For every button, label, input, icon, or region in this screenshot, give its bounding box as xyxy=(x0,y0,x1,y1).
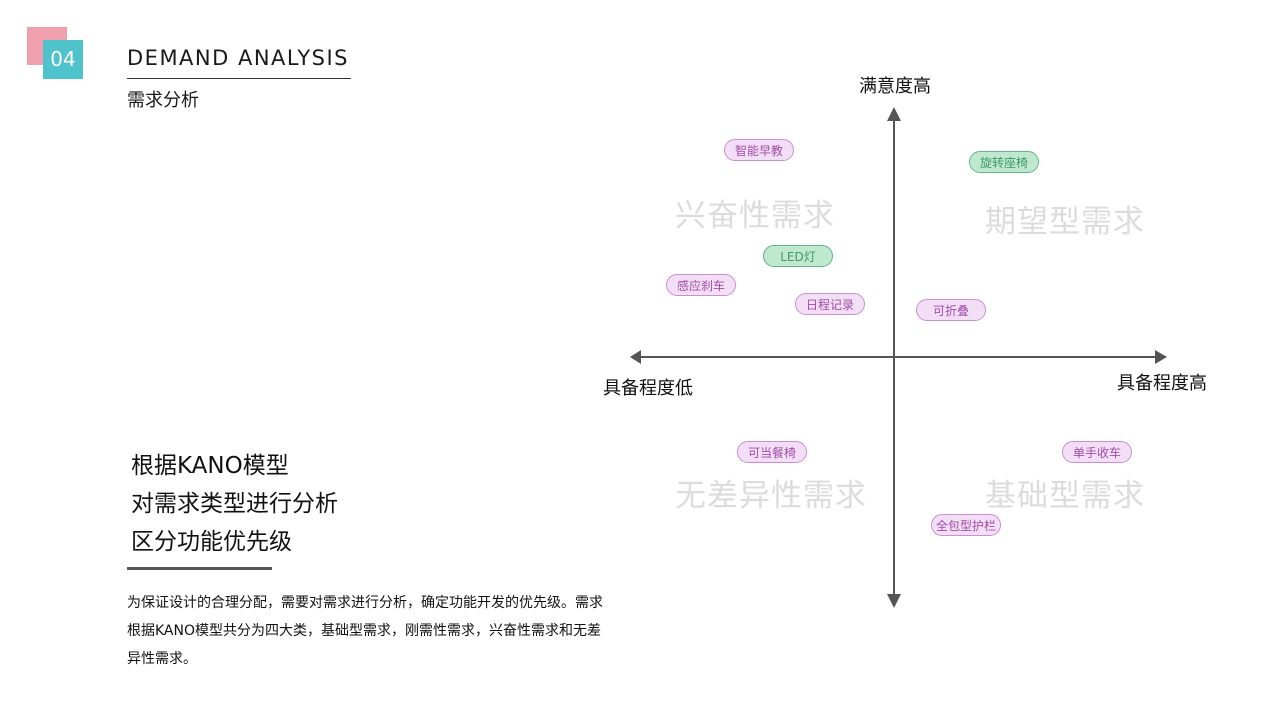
quadrant-label-top-right: 期望型需求 xyxy=(985,204,1145,240)
right-arrow-head xyxy=(1155,350,1167,364)
quadrant-label-bottom-left: 无差异性需求 xyxy=(675,478,867,514)
title-divider xyxy=(127,78,351,79)
quadrant-label-bottom-right: 基础型需求 xyxy=(985,478,1145,514)
summary-lines: 根据KANO模型 对需求类型进行分析 区分功能优先级 xyxy=(131,447,338,561)
top-arrow-head xyxy=(887,107,901,121)
tag-one-hand-fold: 单手收车 xyxy=(1062,441,1132,463)
axis-label-top: 满意度高 xyxy=(859,76,931,97)
tag-full-guardrail: 全包型护栏 xyxy=(931,514,1001,536)
quadrant-label-top-left: 兴奋性需求 xyxy=(675,198,835,234)
bottom-arrow-head xyxy=(887,594,901,608)
tag-smart-education: 智能早教 xyxy=(724,139,794,161)
tag-rotating-seat: 旋转座椅 xyxy=(969,151,1039,173)
tag-led-light: LED灯 xyxy=(763,245,833,267)
tag-dining-chair: 可当餐椅 xyxy=(737,441,807,463)
summary-line-1: 根据KANO模型 xyxy=(131,453,289,479)
summary-divider xyxy=(127,567,272,570)
summary-line-2: 对需求类型进行分析 xyxy=(131,491,338,517)
tag-sensor-brake: 感应刹车 xyxy=(666,274,736,296)
page-title-cn: 需求分析 xyxy=(127,90,199,111)
page-title-en: DEMAND ANALYSIS xyxy=(127,46,350,70)
left-arrow-head xyxy=(630,350,641,364)
section-number-badge: 04 xyxy=(43,40,83,79)
axis-label-right: 具备程度高 xyxy=(1117,373,1207,394)
tag-schedule-record: 日程记录 xyxy=(795,293,865,315)
axis-label-left: 具备程度低 xyxy=(603,378,693,399)
description-paragraph: 为保证设计的合理分配，需要对需求进行分析，确定功能开发的优先级。需求根据KANO… xyxy=(127,595,603,667)
tag-foldable: 可折叠 xyxy=(916,299,986,321)
summary-line-3: 区分功能优先级 xyxy=(131,529,292,555)
